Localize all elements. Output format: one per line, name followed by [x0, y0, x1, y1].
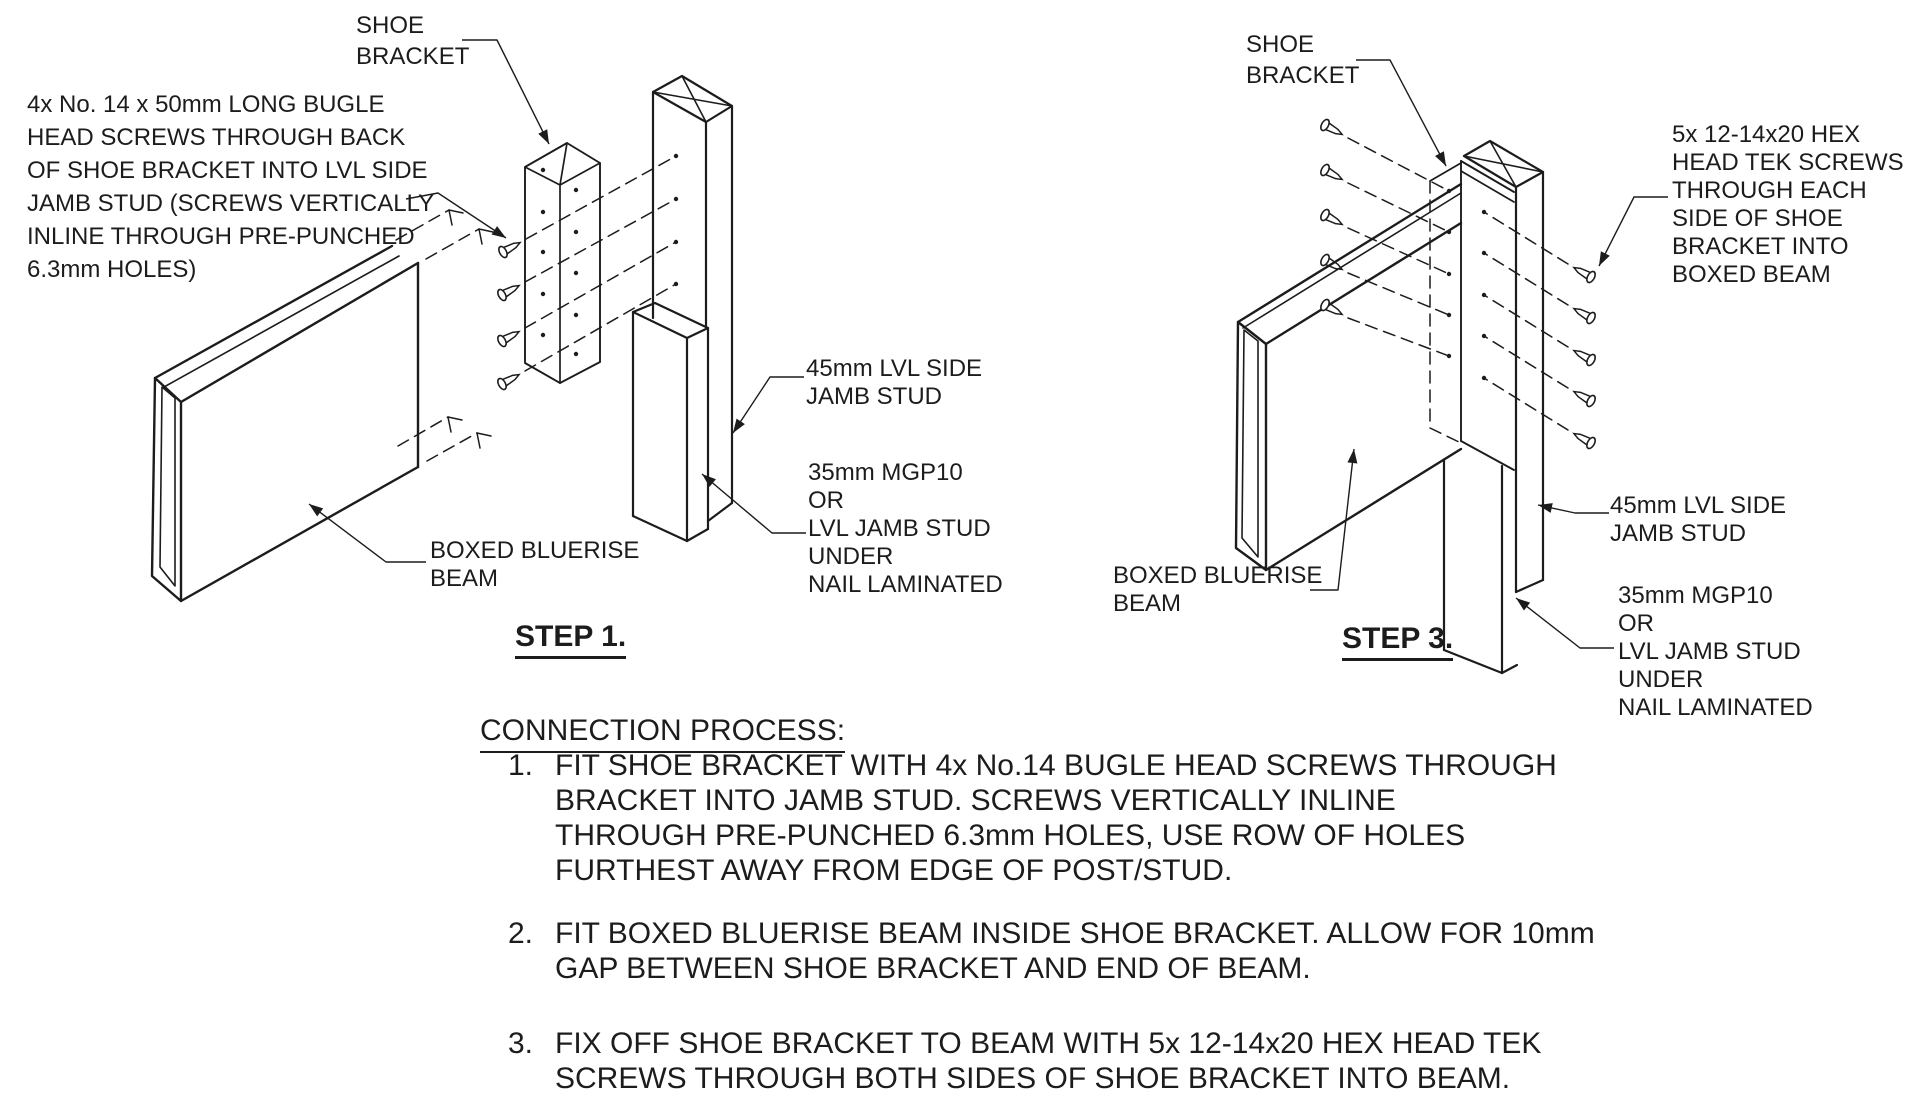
step1-leader-lines — [308, 39, 806, 563]
step1-title: STEP 1. — [515, 620, 627, 659]
screw-icon — [1320, 163, 1344, 181]
process-item-text: FIT SHOE BRACKET WITH 4x No.14 BUGLE HEA… — [555, 749, 1557, 887]
step1-screw-note-label: 4x No. 14 x 50mm LONG BUGLE HEAD SCREWS … — [27, 91, 435, 283]
step1-bugle-screws — [497, 153, 679, 391]
screw-icon — [1572, 307, 1596, 325]
screw-icon — [498, 241, 522, 259]
step1-beam-label: BOXED BLUERISE BEAM — [430, 537, 640, 592]
step3-tek-screws-left — [1320, 118, 1452, 359]
process-item-1: 1. FIT SHOE BRACKET WITH 4x No.14 BUGLE … — [508, 748, 1557, 888]
step1-jamb-stud-post — [651, 74, 734, 523]
step3-stud-under-label: 35mm MGP10 OR LVL JAMB STUD UNDER NAIL L… — [1618, 582, 1813, 721]
process-item-3: 3. FIX OFF SHOE BRACKET TO BEAM WITH 5x … — [508, 1026, 1541, 1096]
screw-icon — [1320, 253, 1344, 271]
bracket-pre-punched-holes — [540, 167, 579, 357]
process-item-number: 3. — [508, 1027, 534, 1060]
step3-jamb-stud-label: 45mm LVL SIDE JAMB STUD — [1610, 492, 1787, 547]
step1-assembly-direction-arrows — [395, 209, 494, 462]
step1-drawing — [150, 39, 806, 603]
screw-icon — [1572, 390, 1596, 408]
step3-boxed-beam — [1234, 182, 1463, 572]
screw-icon — [497, 330, 521, 348]
step1-stud-under-label: 35mm MGP10 OR LVL JAMB STUD UNDER NAIL L… — [808, 459, 1003, 598]
step3-leader-lines — [1310, 59, 1668, 649]
step3-drawing — [1234, 59, 1668, 675]
process-item-number: 1. — [508, 749, 534, 782]
screw-icon — [1572, 349, 1596, 367]
screw-icon — [1320, 208, 1344, 226]
screw-icon — [1572, 432, 1596, 450]
screw-icon — [497, 284, 521, 302]
step1-jamb-stud-label: 45mm LVL SIDE JAMB STUD — [806, 355, 983, 410]
screw-icon — [1320, 298, 1344, 316]
process-item-text: FIX OFF SHOE BRACKET TO BEAM WITH 5x 12-… — [555, 1027, 1542, 1095]
process-item-text: FIT BOXED BLUERISE BEAM INSIDE SHOE BRAC… — [555, 917, 1595, 985]
step3-jamb-stud-post — [1462, 139, 1545, 594]
screw-icon — [497, 373, 521, 391]
step3-short-stud — [1442, 458, 1519, 675]
step3-beam-label: BOXED BLUERISE BEAM — [1113, 562, 1323, 617]
step1-boxed-beam — [150, 244, 420, 603]
step3-shoe-bracket-label: SHOE BRACKET — [1246, 31, 1360, 89]
screw-icon — [1572, 266, 1596, 284]
step1-shoe-bracket-label: SHOE BRACKET — [356, 12, 470, 70]
screw-icon — [1320, 118, 1344, 136]
process-item-number: 2. — [508, 917, 534, 950]
step3-tek-screws-right — [1481, 209, 1596, 450]
process-item-2: 2. FIT BOXED BLUERISE BEAM INSIDE SHOE B… — [508, 916, 1595, 986]
step3-title: STEP 3. — [1342, 622, 1454, 661]
step1-shoe-bracket — [524, 142, 601, 384]
step1-short-stud — [631, 301, 710, 543]
step3-shoe-bracket — [1429, 160, 1515, 471]
step3-tek-screws-label: 5x 12-14x20 HEX HEAD TEK SCREWS THROUGH … — [1672, 121, 1904, 288]
connection-process-heading: CONNECTION PROCESS: — [480, 714, 846, 753]
